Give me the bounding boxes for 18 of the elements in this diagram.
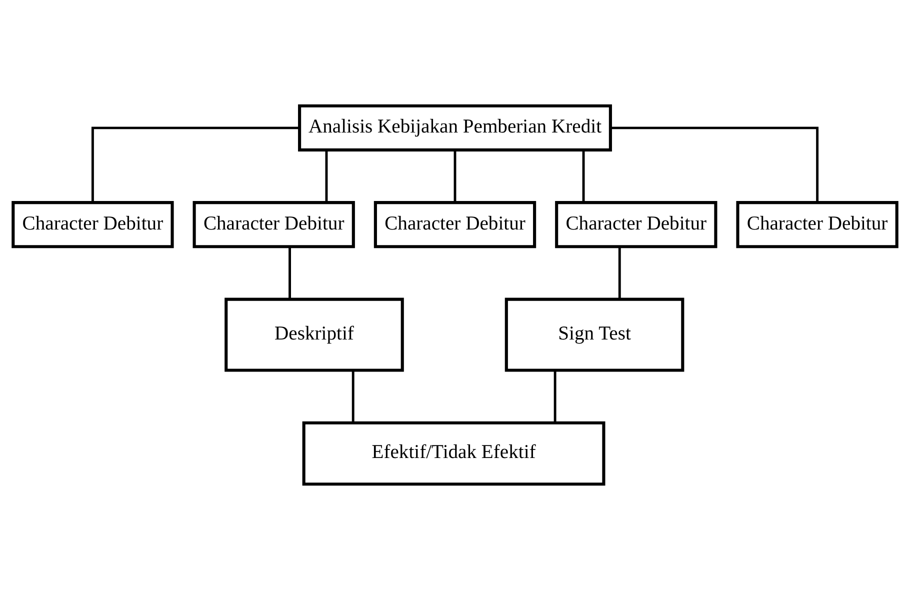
node-box: Character Debitur xyxy=(374,201,536,248)
node-box: Sign Test xyxy=(504,298,684,372)
node-box: Character Debitur xyxy=(555,201,718,248)
connector xyxy=(554,370,556,423)
node-box: Efektif/Tidak Efektif xyxy=(302,421,606,486)
node-box: Character Debitur xyxy=(12,201,174,248)
node-box: Character Debitur xyxy=(736,201,898,248)
connector xyxy=(325,150,328,202)
connector xyxy=(582,150,585,202)
connector xyxy=(610,126,819,202)
connector xyxy=(288,246,291,300)
connector xyxy=(454,150,456,202)
node-box: Character Debitur xyxy=(192,201,355,248)
node-box: Deskriptif xyxy=(224,298,404,372)
node-box: Analisis Kebijakan Pemberian Kredit xyxy=(298,104,612,152)
connector xyxy=(352,370,354,423)
connector xyxy=(91,126,300,202)
connector xyxy=(618,246,621,300)
